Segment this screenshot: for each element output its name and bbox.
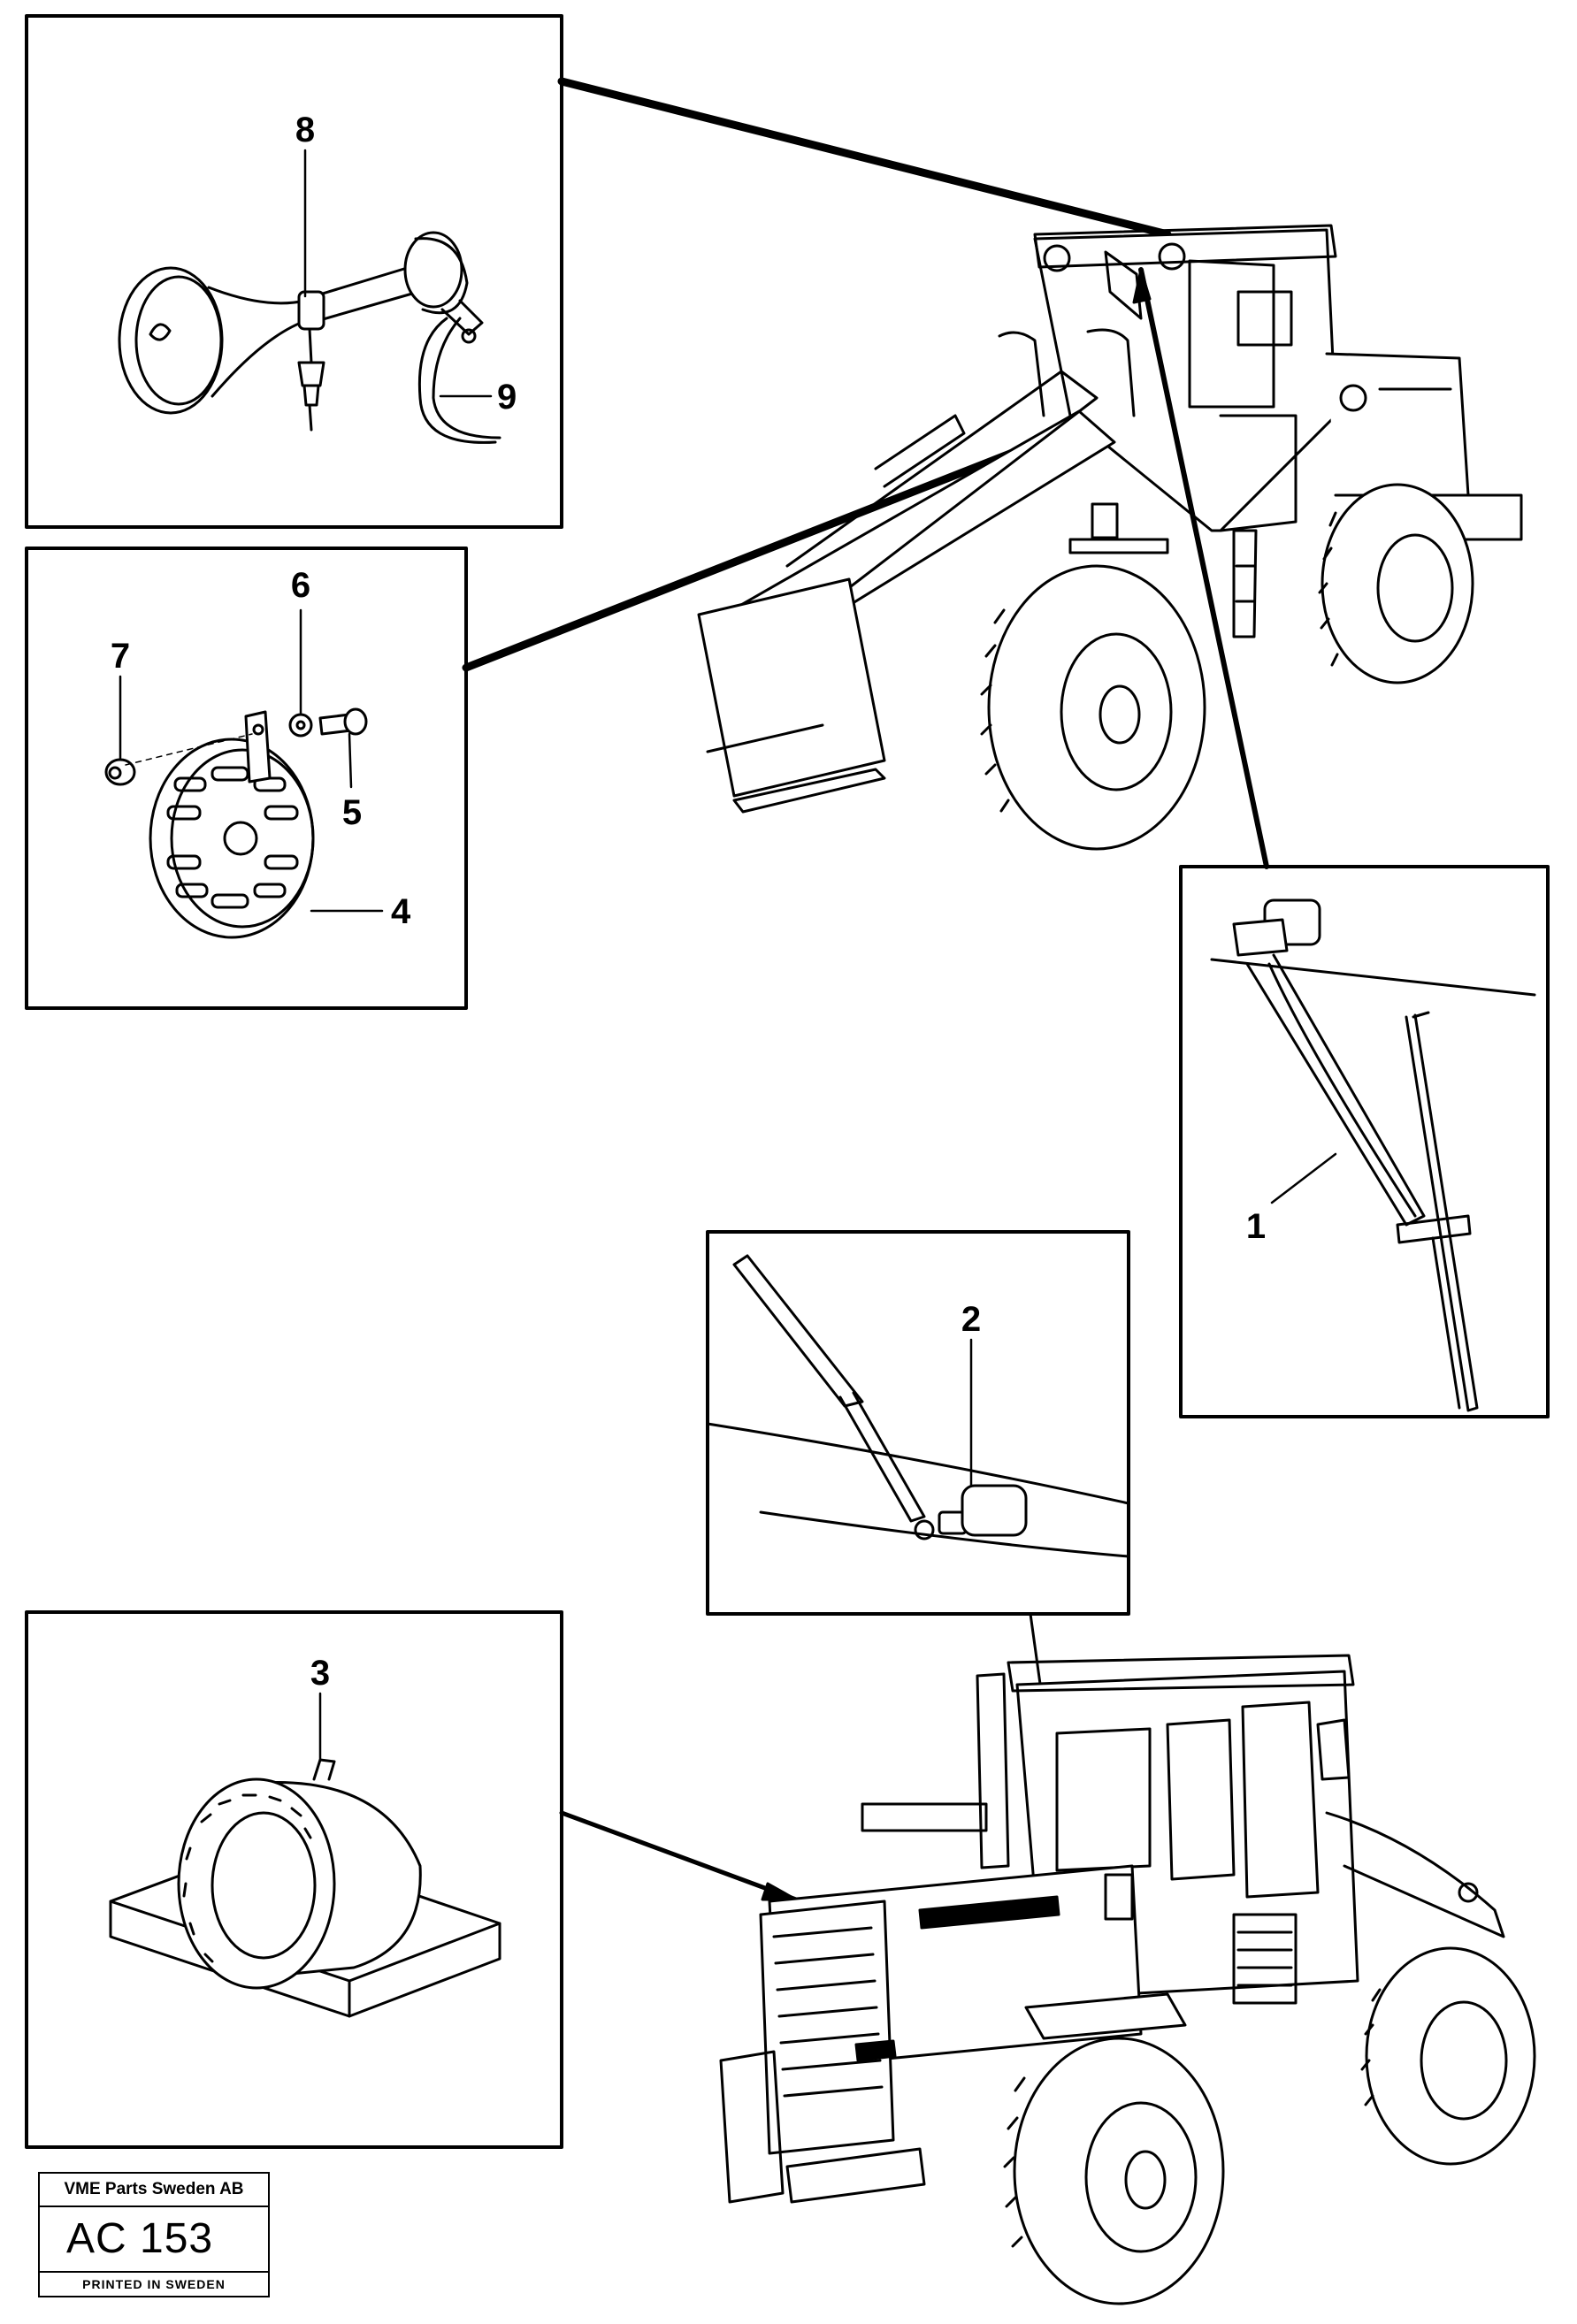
- callout-wiper-motor: 2: [961, 1300, 981, 1339]
- callout-horn: 4: [391, 892, 411, 931]
- callout-cable: 9: [497, 378, 517, 417]
- illustration-code: AC 153: [66, 2215, 214, 2262]
- callout-nut: 7: [111, 637, 130, 676]
- air-horn: [118, 231, 484, 432]
- printed-notice: PRINTED IN SWEDEN: [40, 2271, 268, 2296]
- callout-wiper-arm: 1: [1246, 1207, 1266, 1246]
- parts-catalog-stamp: VME Parts Sweden AB AC 153 PRINTED IN SW…: [38, 2172, 270, 2297]
- buzzer-detail-box: [25, 1610, 563, 2149]
- washer: [288, 713, 313, 738]
- horn-cable: [417, 317, 501, 444]
- wiper-arm-detail-box: [1179, 865, 1550, 1418]
- electric-horn: [149, 710, 315, 939]
- callout-clamp: 8: [295, 111, 315, 149]
- front-loader-illustration: [697, 224, 1523, 851]
- rear-loader-illustration: [719, 1654, 1536, 2305]
- wiper-motor-detail-box: [706, 1230, 1130, 1616]
- callout-washer: 6: [291, 566, 310, 605]
- company-name: VME Parts Sweden AB: [40, 2174, 268, 2207]
- air-horn-detail-box: [25, 14, 563, 529]
- callout-buzzer: 3: [310, 1654, 330, 1693]
- bolt: [318, 707, 368, 736]
- callout-bolt: 5: [342, 793, 362, 832]
- electric-horn-detail-box: [25, 547, 468, 1010]
